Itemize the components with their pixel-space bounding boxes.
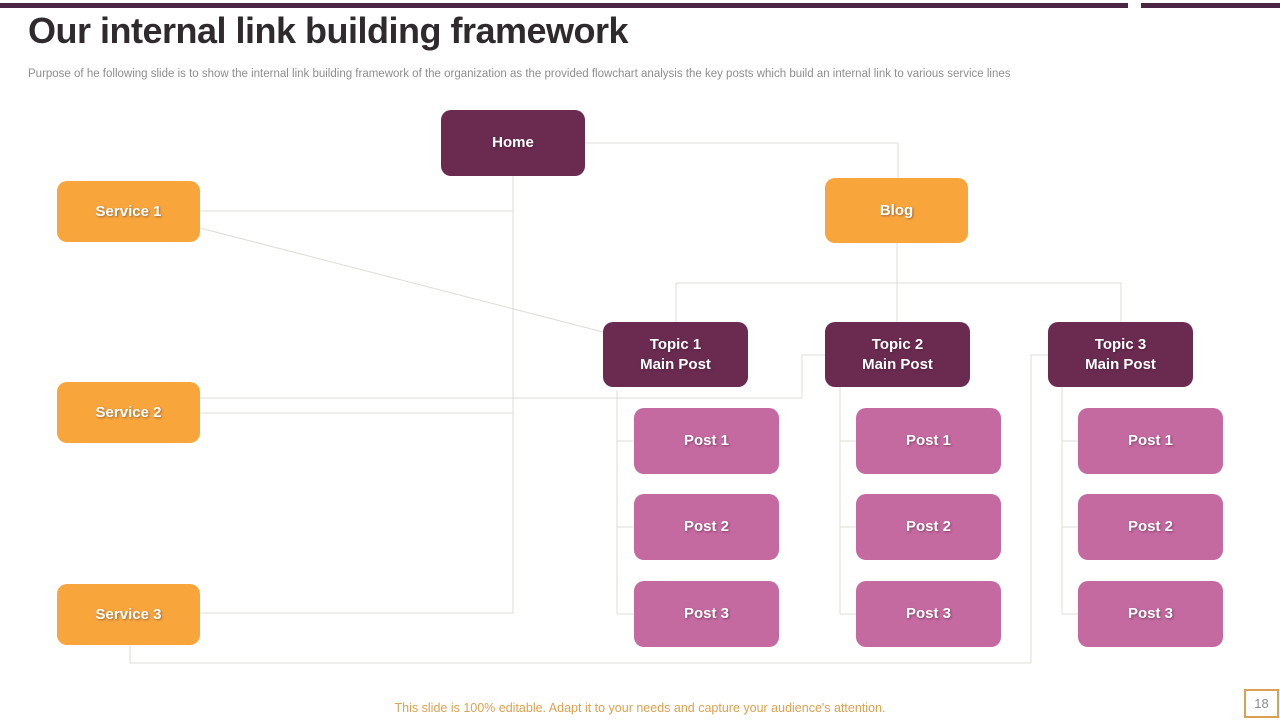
page-title: Our internal link building framework: [28, 10, 629, 51]
node-service-1: Service 1: [57, 181, 200, 242]
node-home: Home: [441, 110, 585, 176]
top-accent-bar-left: [0, 3, 1128, 8]
node-service-3: Service 3: [57, 584, 200, 645]
node-service-2: Service 2: [57, 382, 200, 443]
node-topic-1-main-post: Topic 1 Main Post: [603, 322, 748, 387]
node-service-3-label: Service 3: [95, 605, 162, 623]
node-topic-2-post-2: Post 2: [856, 494, 1001, 560]
topic-3-line-1: Topic 3: [1094, 336, 1147, 353]
node-topic-2-post-3: Post 3: [856, 581, 1001, 647]
topic-2-post-1-label: Post 1: [905, 432, 951, 450]
node-topic-1-post-3: Post 3: [634, 581, 779, 647]
topic-1-post-3-label: Post 3: [683, 605, 729, 623]
node-topic-3-main-post: Topic 3 Main Post: [1048, 322, 1193, 387]
editable-note: This slide is 100% editable. Adapt it to…: [394, 701, 886, 715]
top-accent-bar-right: [1141, 3, 1280, 8]
node-blog: Blog: [825, 178, 968, 243]
node-topic-1-post-2: Post 2: [634, 494, 779, 560]
topic-1-post-2-label: Post 2: [683, 518, 729, 536]
node-topic-2-post-1: Post 1: [856, 408, 1001, 474]
node-home-label: Home: [492, 134, 534, 152]
node-service-1-label: Service 1: [95, 202, 162, 220]
topic-3-post-2-label: Post 2: [1127, 518, 1173, 536]
topic-2-line-2: Main Post: [862, 355, 933, 373]
node-topic-2-main-post: Topic 2 Main Post: [825, 322, 970, 387]
topic-2-line-1: Topic 2: [871, 336, 924, 353]
topic-3-post-1-label: Post 1: [1127, 432, 1173, 450]
node-topic-1-post-1: Post 1: [634, 408, 779, 474]
node-topic-3-post-1: Post 1: [1078, 408, 1223, 474]
topic-2-post-3-label: Post 3: [905, 605, 951, 623]
topic-2-post-2-label: Post 2: [905, 518, 951, 536]
node-topic-3-post-2: Post 2: [1078, 494, 1223, 560]
page-number-badge: 18: [1244, 689, 1279, 718]
node-blog-label: Blog: [879, 201, 914, 219]
node-topic-3-post-3: Post 3: [1078, 581, 1223, 647]
page-number: 18: [1254, 696, 1269, 711]
topic-1-post-1-label: Post 1: [683, 432, 729, 450]
topic-1-line-2: Main Post: [640, 355, 711, 373]
node-service-2-label: Service 2: [95, 403, 162, 421]
topic-3-line-2: Main Post: [1085, 355, 1156, 373]
topic-3-post-3-label: Post 3: [1127, 605, 1173, 623]
topic-1-line-1: Topic 1: [649, 336, 702, 353]
page-subtitle: Purpose of he following slide is to show…: [28, 68, 1011, 80]
